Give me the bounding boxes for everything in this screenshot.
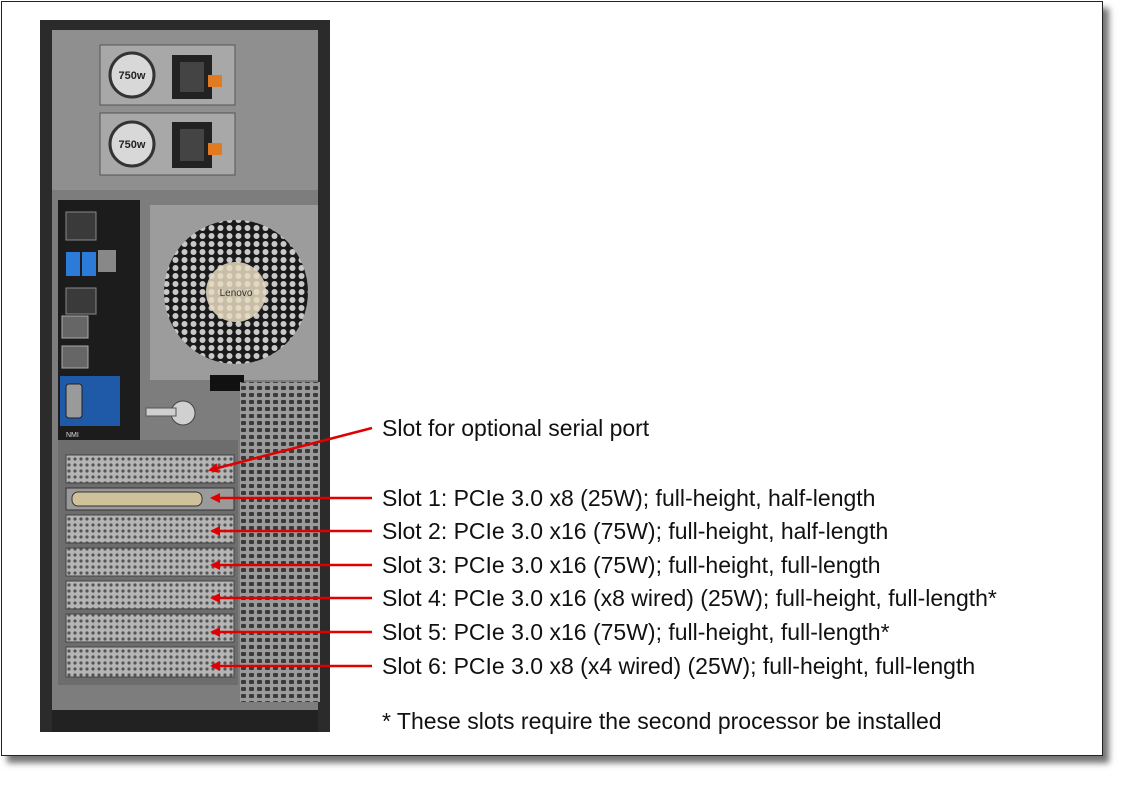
expansion-slot-area (58, 440, 238, 685)
slot-4-label: Slot 4: PCIe 3.0 x16 (x8 wired) (25W); f… (382, 585, 997, 611)
power-supply-2 (99, 112, 236, 176)
slot-1-label: Slot 1: PCIe 3.0 x8 (25W); full-height, … (382, 485, 876, 511)
key-lock (145, 375, 244, 426)
power-supply-1 (99, 44, 236, 106)
nmi-label: NMI (66, 432, 79, 439)
footnote: * These slots require the second process… (382, 708, 942, 734)
slot-3-label: Slot 3: PCIe 3.0 x16 (75W); full-height,… (382, 552, 881, 578)
fan-badge: Lenovo (220, 288, 253, 299)
slot-5-label: Slot 5: PCIe 3.0 x16 (75W); full-height,… (382, 619, 890, 645)
psu-1-wattage: 750w (119, 70, 146, 82)
slot-2-label: Slot 2: PCIe 3.0 x16 (75W); full-height,… (382, 518, 889, 544)
fan-grille (150, 205, 318, 380)
io-panel (58, 200, 140, 450)
serial-slot-label: Slot for optional serial port (382, 415, 650, 441)
psu-2-wattage: 750w (119, 139, 146, 151)
arrow-serial-slot (208, 426, 373, 473)
slot-6-label: Slot 6: PCIe 3.0 x8 (x4 wired) (25W); fu… (382, 653, 976, 679)
chassis-foot (52, 710, 318, 732)
vent-grille (240, 382, 320, 702)
